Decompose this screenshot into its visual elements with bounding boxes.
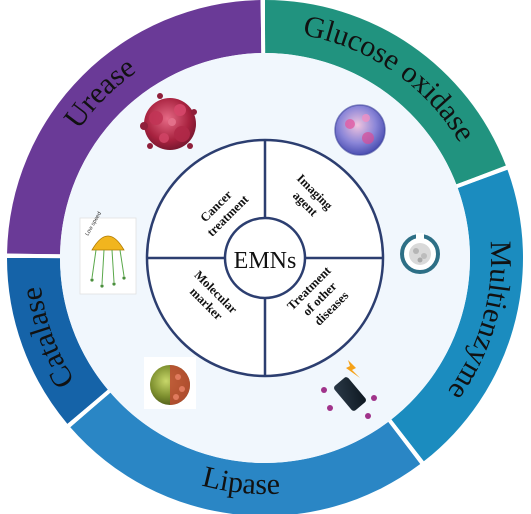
ring-separator	[65, 388, 112, 429]
urease-nanomotor-icon	[140, 93, 197, 150]
ring-separators	[4, 0, 510, 466]
center-label: EMNs	[234, 248, 297, 274]
ring-separator	[454, 165, 510, 189]
multienzyme-nanomotor-icon	[400, 233, 440, 274]
catalase-nanomotor-icon	[144, 357, 196, 409]
applications-circle: EMNs Cancer treatment Imaging agent Trea…	[145, 138, 385, 378]
ring-separator	[386, 417, 425, 466]
lipase-nanomotor-icon	[321, 360, 377, 419]
center-circle	[223, 216, 307, 300]
jellyfish-nanomotor-icon: Low speed	[79, 211, 137, 295]
enzyme-segment-urease	[7, 0, 262, 255]
enzyme-ring	[7, 0, 524, 514]
enzyme-segment-glucose-oxidase	[265, 0, 506, 185]
glucose-oxidase-nanomotor-icon	[334, 104, 386, 156]
enzyme-segment-multienzyme	[391, 169, 524, 462]
enzyme-segment-catalase	[7, 258, 108, 424]
enzyme-segment-lipase	[70, 392, 421, 514]
